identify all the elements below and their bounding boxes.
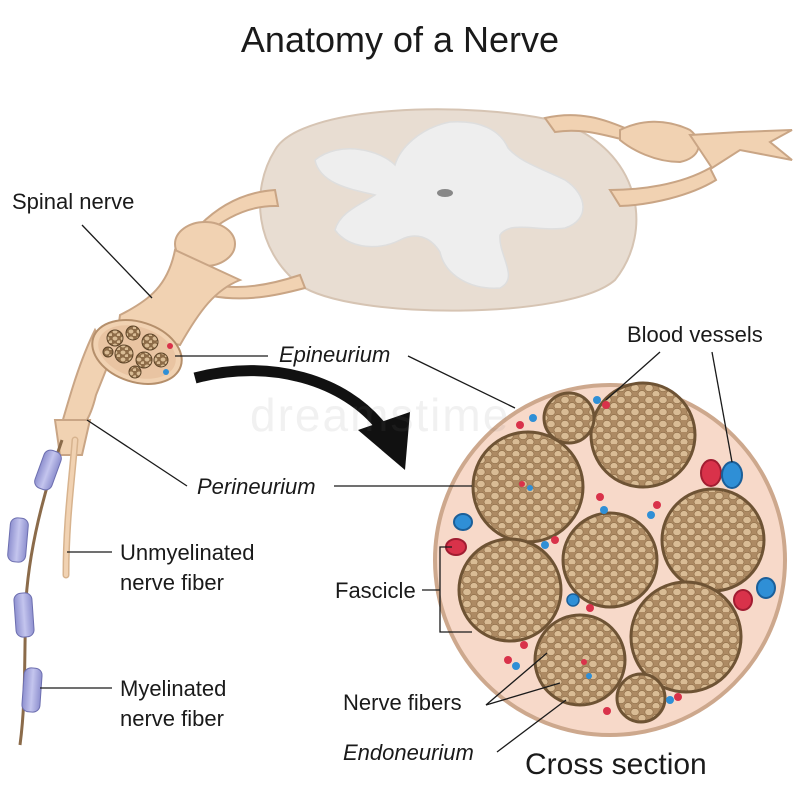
fascicles: [457, 381, 766, 724]
fascicle: [457, 537, 563, 643]
fascicle: [561, 511, 659, 609]
myelinated-fiber: [7, 439, 64, 746]
leader-nerve-fibers-2: [485, 682, 561, 706]
leader-spinal-nerve: [81, 224, 153, 299]
leader-endoneurium: [496, 699, 567, 753]
label-perineurium: Perineurium: [197, 474, 316, 499]
fascicle: [589, 381, 697, 489]
leader-blood-vessels-1: [605, 351, 661, 401]
fascicle: [629, 580, 743, 694]
label-endoneurium: Endoneurium: [343, 740, 474, 765]
label-spinal-nerve: Spinal nerve: [12, 189, 135, 214]
label-fascicle: Fascicle: [335, 578, 416, 603]
leader-nerve-fibers-1: [485, 652, 548, 706]
watermark: dreamstime: [250, 389, 511, 441]
right-nerve-roots: [543, 114, 793, 208]
fascicle: [542, 391, 596, 445]
arrow-icon: [193, 365, 410, 470]
label-myelinated-line1: Myelinated: [120, 676, 227, 701]
cross-section: [433, 381, 787, 737]
spinal-cord: [259, 108, 638, 312]
fascicle: [660, 487, 766, 593]
label-nerve-fibers: Nerve fibers: [343, 690, 462, 715]
label-blood-vessels: Blood vessels: [627, 322, 763, 347]
nerve-cut-end: [91, 319, 183, 385]
label-epineurium: Epineurium: [279, 342, 391, 367]
label-cross-section: Cross section: [525, 748, 707, 781]
fascicle: [615, 672, 667, 724]
label-myelinated-line2: nerve fiber: [120, 706, 224, 731]
label-unmyelinated-line1: Unmyelinated: [120, 540, 255, 565]
diagram-title: Anatomy of a Nerve: [240, 19, 560, 60]
label-unmyelinated-line2: nerve fiber: [120, 570, 224, 595]
leader-lines: [40, 224, 733, 753]
leader-epineurium-cross: [407, 355, 516, 409]
leader-perineurium: [86, 419, 188, 487]
central-canal: [437, 189, 453, 197]
fascicle: [533, 613, 627, 707]
leader-blood-vessels-2: [711, 351, 733, 463]
